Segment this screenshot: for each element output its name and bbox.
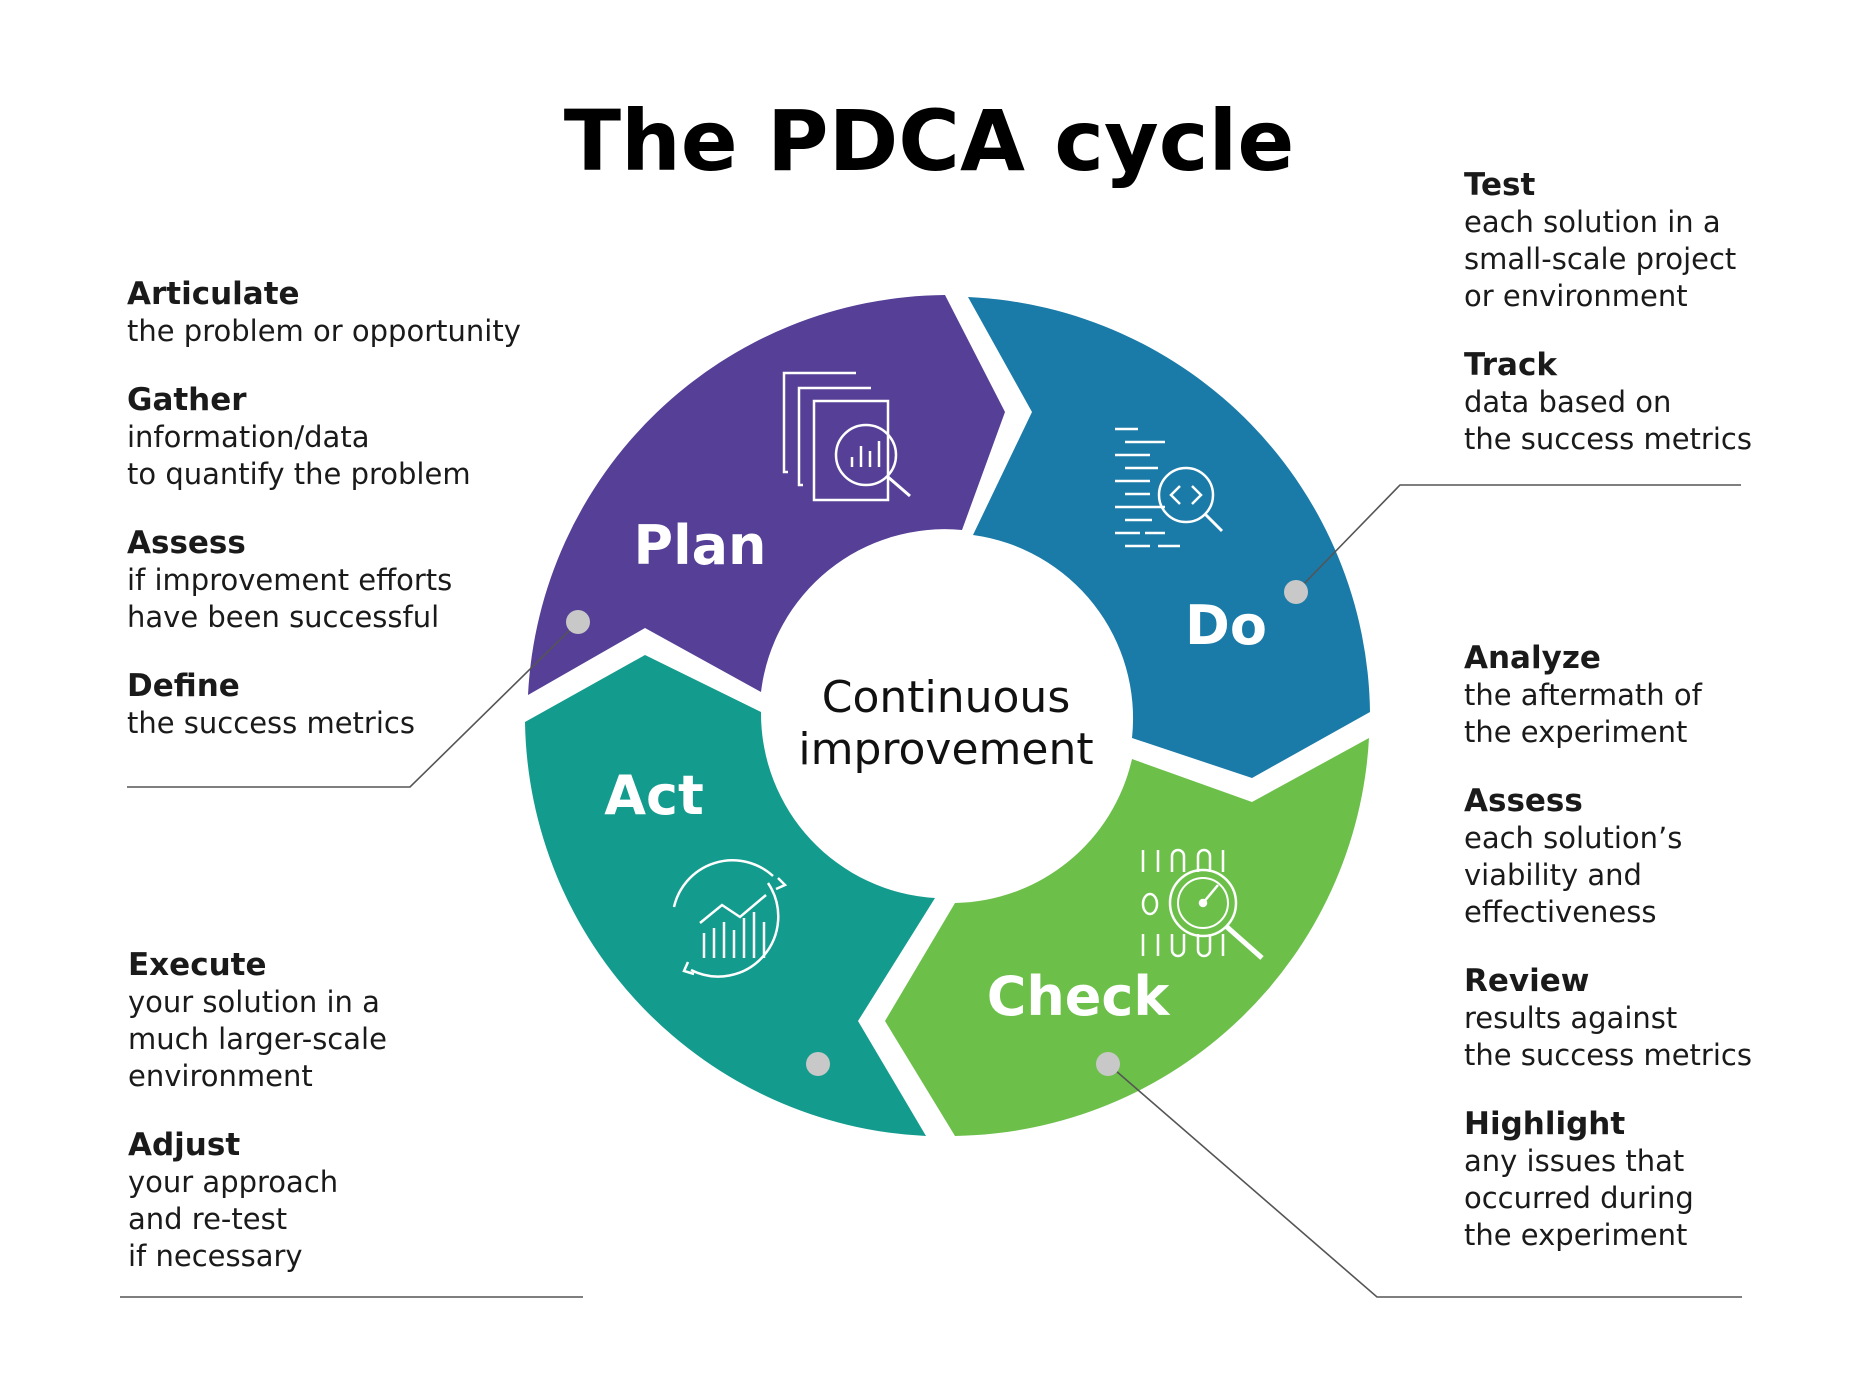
note-line: data based on: [1464, 385, 1672, 419]
note-line: environment: [128, 1059, 313, 1093]
note-heading: Execute: [128, 947, 267, 983]
note-line: the experiment: [1464, 715, 1688, 749]
note-line: the success metrics: [127, 706, 415, 740]
plan-leader-line: [127, 621, 579, 788]
note-line: the problem or opportunity: [127, 314, 521, 348]
do-leader-line: [1295, 484, 1741, 593]
note-heading: Analyze: [1464, 640, 1601, 676]
note-line: viability and: [1464, 858, 1642, 892]
note-heading: Highlight: [1464, 1106, 1626, 1142]
check-dot: [1096, 1052, 1120, 1076]
center-circle: [764, 534, 1128, 898]
note-line: the success metrics: [1464, 422, 1752, 456]
do-label: Do: [1185, 594, 1267, 657]
note-heading: Gather: [127, 382, 247, 418]
note-line: if improvement efforts: [127, 563, 453, 597]
do-segment: [968, 297, 1370, 778]
do-dot: [1284, 580, 1308, 604]
note-heading: Track: [1464, 347, 1557, 383]
plan-segment: [528, 295, 1005, 695]
note-line: to quantify the problem: [127, 457, 471, 491]
note-line: or environment: [1464, 279, 1688, 313]
plan-label: Plan: [634, 514, 767, 577]
center-line-2: improvement: [798, 724, 1093, 775]
note-line: your approach: [128, 1165, 339, 1199]
note-heading: Assess: [127, 525, 246, 561]
check-label: Check: [987, 965, 1171, 1028]
note-line: occurred during: [1464, 1181, 1694, 1215]
note-line: the success metrics: [1464, 1038, 1752, 1072]
note-line: and re-test: [128, 1202, 288, 1236]
note-heading: Review: [1464, 963, 1590, 999]
note-heading: Assess: [1464, 783, 1583, 819]
act-dot: [806, 1052, 830, 1076]
note-line: have been successful: [127, 600, 440, 634]
check-segment: [885, 738, 1369, 1136]
note-line: if necessary: [128, 1239, 303, 1273]
check-leader-line: [1107, 1063, 1742, 1298]
page-title: The PDCA cycle: [563, 92, 1295, 190]
note-line: each solution’s: [1464, 821, 1683, 855]
documents-magnifier-chart-icon: [782, 371, 911, 502]
act-segment: [525, 655, 935, 1136]
note-heading: Test: [1464, 167, 1536, 203]
code-lines-magnifier-icon: [1115, 427, 1224, 548]
note-line: each solution in a: [1464, 205, 1721, 239]
note-line: your solution in a: [128, 985, 380, 1019]
binary-gauge-magnifier-icon: [1141, 848, 1264, 960]
note-line: small-scale project: [1464, 242, 1737, 276]
note-line: information/data: [127, 420, 370, 454]
note-line: results against: [1464, 1001, 1678, 1035]
note-line: the aftermath of: [1464, 678, 1702, 712]
cycle-chart-arrows-icon: [672, 859, 788, 978]
center-line-1: Continuous: [822, 672, 1071, 723]
note-heading: Articulate: [127, 276, 300, 312]
note-heading: Adjust: [128, 1127, 241, 1163]
note-line: any issues that: [1464, 1144, 1685, 1178]
note-line: the experiment: [1464, 1218, 1688, 1252]
act-label: Act: [604, 764, 704, 827]
note-line: effectiveness: [1464, 895, 1657, 929]
note-line: much larger-scale: [128, 1022, 387, 1056]
plan-dot: [566, 610, 590, 634]
note-heading: Define: [127, 668, 240, 704]
